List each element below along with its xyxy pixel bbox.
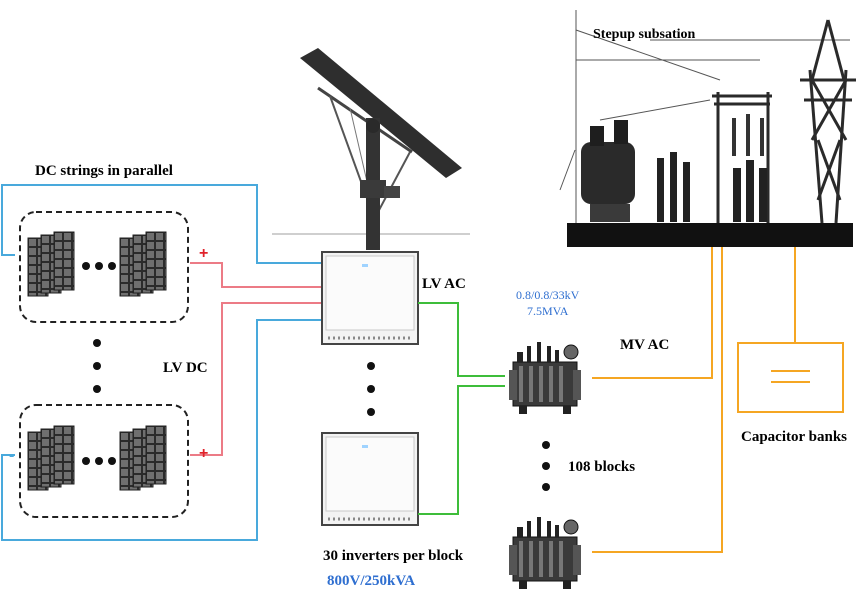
- plus-sign: +: [199, 445, 208, 462]
- inverter-icon: [320, 431, 420, 527]
- minus-sign: -: [9, 246, 14, 263]
- blocks-label: 108 blocks: [568, 459, 635, 475]
- dc-positive-wire-bottom: [190, 302, 328, 456]
- mv-ac-label: MV AC: [620, 337, 669, 353]
- inverters-per-block-label: 30 inverters per block: [323, 548, 464, 564]
- pv-group-bottom: - +: [9, 404, 208, 518]
- transformer-voltage-rating: 0.8/0.8/33kV: [516, 288, 580, 302]
- dc-strings-label: DC strings in parallel: [35, 163, 173, 179]
- solar-panel-icon: [120, 426, 166, 490]
- minus-sign: -: [9, 447, 14, 464]
- pv-group-boundary: [19, 211, 189, 323]
- vertical-ellipsis-inverters: [367, 362, 375, 416]
- plus-sign: +: [199, 245, 208, 262]
- transformer-icon: [508, 516, 582, 590]
- ellipsis-dots: [82, 457, 116, 465]
- solar-panel-icon: [28, 426, 74, 490]
- capacitor-icon: [737, 342, 844, 413]
- solar-panel-icon: [120, 232, 166, 296]
- ellipsis-dots: [82, 262, 116, 270]
- pv-group-boundary: [19, 404, 189, 518]
- vertical-ellipsis-transformers: [542, 441, 550, 491]
- inverter-rating-label: 800V/250kVA: [327, 573, 415, 589]
- solar-panel-icon: [28, 232, 74, 296]
- transformer-power-rating: 7.5MVA: [527, 304, 569, 318]
- capacitor-banks-label: Capacitor banks: [741, 429, 847, 445]
- lv-dc-label: LV DC: [163, 360, 208, 376]
- stepup-substation-label: Stepup subsation: [593, 27, 696, 42]
- solar-tracker-icon: [272, 48, 470, 250]
- lv-ac-wiring: [418, 302, 505, 515]
- dc-wiring: [1, 184, 328, 541]
- dc-negative-wire-bottom: [1, 319, 328, 541]
- mv-ac-wiring: [592, 246, 796, 553]
- transformer-icon: [508, 341, 582, 415]
- pv-group-top: - +: [9, 211, 208, 323]
- lv-ac-label: LV AC: [422, 276, 466, 292]
- dc-negative-wire-top: [1, 184, 328, 264]
- inverter-icon: [320, 250, 420, 346]
- vertical-ellipsis-pv: [93, 339, 101, 393]
- substation-icon: [559, 10, 856, 247]
- dc-positive-wire-top: [190, 262, 328, 288]
